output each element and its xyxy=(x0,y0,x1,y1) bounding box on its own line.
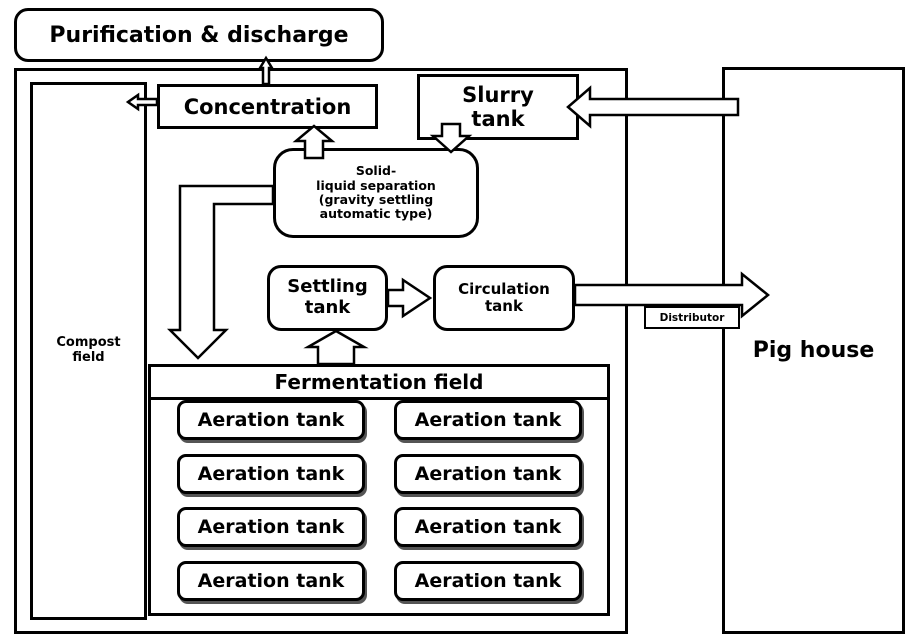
aeration-tank: Aeration tank xyxy=(177,561,365,601)
arrow-separation-to-fermentation xyxy=(166,184,275,360)
arrow-concentration-to-purification xyxy=(257,55,275,86)
arrow-concentration-to-compost xyxy=(125,92,159,112)
aeration-tank: Aeration tank xyxy=(394,507,582,547)
purification-discharge-box: Purification & discharge xyxy=(14,8,384,62)
concentration-box: Concentration xyxy=(157,84,378,129)
solid-liquid-separation-box: Solid- liquid separation (gravity settli… xyxy=(273,148,479,238)
arrow-pighouse-to-slurry xyxy=(566,85,740,129)
settling-tank-label: Settling tank xyxy=(287,276,368,318)
aeration-tank: Aeration tank xyxy=(394,454,582,494)
aeration-tank: Aeration tank xyxy=(177,454,365,494)
purification-discharge-label: Purification & discharge xyxy=(49,22,349,48)
settling-tank-box: Settling tank xyxy=(267,265,388,331)
aeration-tank: Aeration tank xyxy=(394,400,582,440)
fermentation-field-header: Fermentation field xyxy=(151,367,607,400)
circulation-tank-box: Circulation tank xyxy=(433,265,575,331)
compost-field-label: Compost field xyxy=(56,335,121,365)
circulation-tank-label: Circulation tank xyxy=(458,279,550,315)
arrow-fermentation-to-settling xyxy=(303,329,369,366)
fermentation-field-label: Fermentation field xyxy=(274,370,484,394)
solid-liquid-separation-label: Solid- liquid separation (gravity settli… xyxy=(316,163,436,222)
compost-field-box: Compost field xyxy=(30,82,147,620)
arrow-separation-to-concentration xyxy=(292,124,336,160)
concentration-label: Concentration xyxy=(183,94,352,119)
arrow-slurry-to-separation xyxy=(429,122,473,154)
pig-house-box: Pig house xyxy=(722,67,905,634)
arrow-circulation-to-pighouse xyxy=(573,271,770,319)
distributor-box: Distributor xyxy=(644,306,740,329)
aeration-tank: Aeration tank xyxy=(177,400,365,440)
aeration-tank: Aeration tank xyxy=(177,507,365,547)
aeration-tank: Aeration tank xyxy=(394,561,582,601)
pig-house-label: Pig house xyxy=(752,338,875,363)
slurry-tank-label: Slurry tank xyxy=(462,82,534,131)
distributor-label: Distributor xyxy=(659,311,725,324)
arrow-settling-to-circulation xyxy=(386,277,433,319)
